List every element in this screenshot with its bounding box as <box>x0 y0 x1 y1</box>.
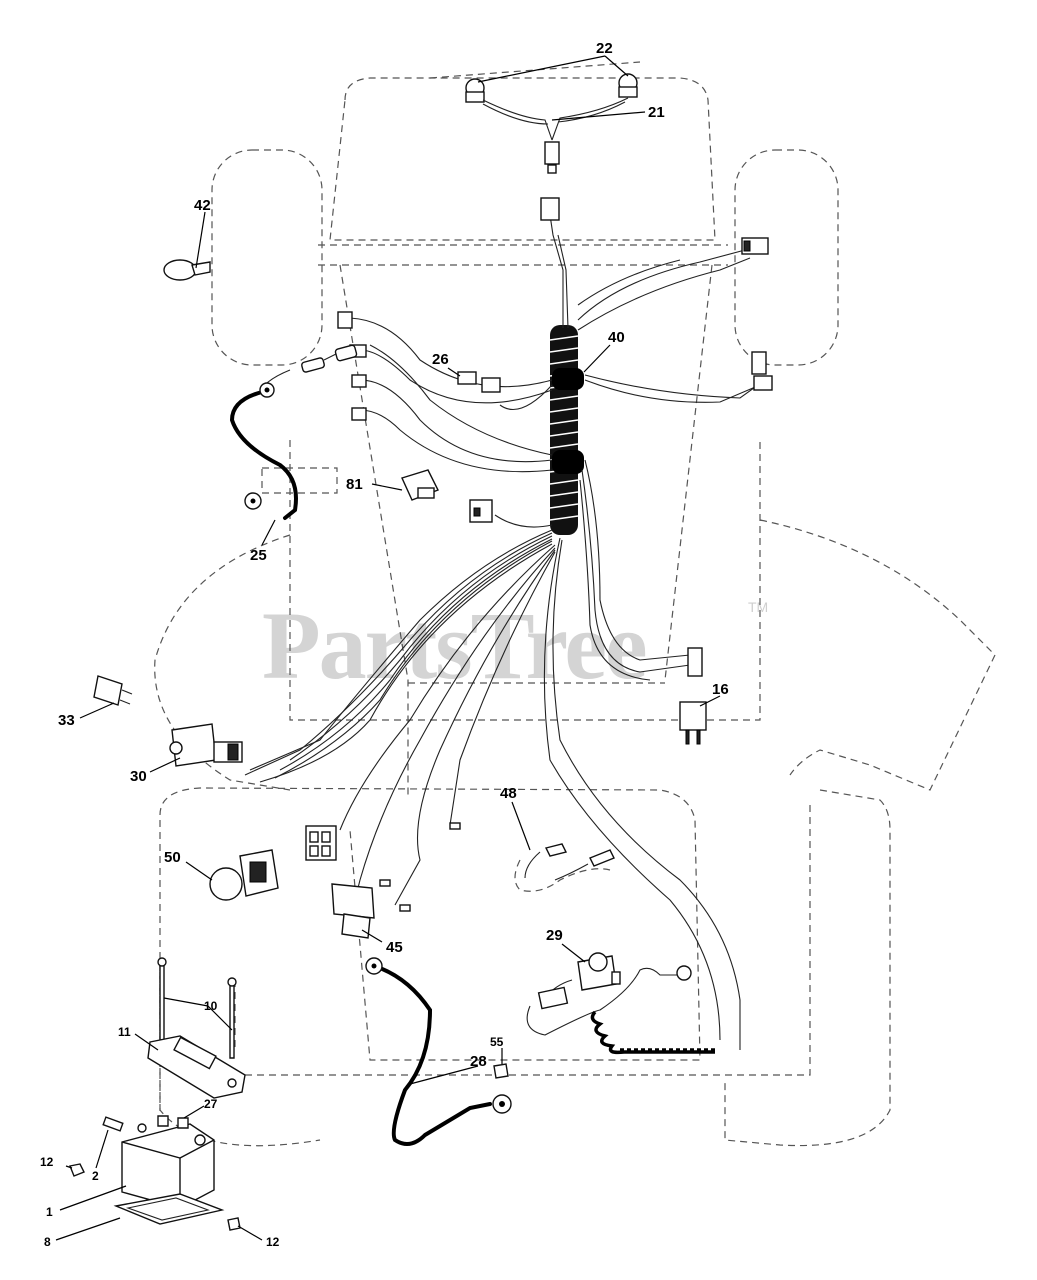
callout-48: 48 <box>500 785 517 802</box>
callout-12-right: 12 <box>266 1235 280 1249</box>
bolt-2 <box>102 1116 124 1132</box>
connector-box-outline <box>261 467 338 494</box>
terminals-48 <box>524 843 615 881</box>
callout-11: 11 <box>118 1025 131 1039</box>
front-right-wheel-outline <box>734 149 839 366</box>
callout-22: 22 <box>596 40 613 57</box>
connector-right-middle <box>751 351 773 391</box>
callout-21: 21 <box>648 104 665 121</box>
connector-right-upper <box>741 237 769 255</box>
callout-27: 27 <box>204 1097 218 1111</box>
leader-lines <box>55 55 721 1241</box>
battery-cable-ring-upper <box>365 957 383 975</box>
frame-right-rail <box>664 264 713 681</box>
blade-terminals <box>379 822 461 912</box>
hood-outline <box>329 77 716 241</box>
coiled-lead <box>526 965 718 1055</box>
connector-left-group <box>337 311 367 421</box>
callout-42: 42 <box>194 197 211 214</box>
front-axle-outline <box>318 244 728 266</box>
headlight-switch-50 <box>209 849 279 901</box>
fuse-holder <box>261 344 358 389</box>
plug-connector <box>305 825 337 861</box>
switch-16 <box>679 647 707 745</box>
wire-tie-42 <box>163 259 211 281</box>
fender-outline <box>159 787 701 1061</box>
callout-labels: 22 21 42 40 26 81 25 33 30 16 48 50 45 2… <box>40 40 729 1249</box>
callout-55: 55 <box>490 1035 504 1049</box>
callout-26: 26 <box>432 351 449 368</box>
relay-33 <box>93 675 133 706</box>
connector-center <box>469 499 493 523</box>
connector-26 <box>457 371 501 393</box>
module-45 <box>331 883 375 939</box>
headlight-harness <box>482 97 629 141</box>
callout-12-left: 12 <box>40 1155 54 1169</box>
nut-55 <box>493 1063 509 1079</box>
callout-45: 45 <box>386 939 403 956</box>
harness-wires <box>244 214 766 1050</box>
callout-29: 29 <box>546 927 563 944</box>
rear-left-wheel-outline <box>159 820 321 1147</box>
callout-25: 25 <box>250 547 267 564</box>
ring-terminal-lower <box>244 492 262 510</box>
headlight-left <box>465 78 485 103</box>
headlight-right <box>618 73 638 98</box>
battery-cable-ring-lower <box>492 1094 512 1114</box>
callout-10: 10 <box>204 999 218 1013</box>
frame-left-rail <box>339 264 409 795</box>
deck-left-arc <box>154 534 291 791</box>
battery-1 <box>121 1123 215 1209</box>
callout-30: 30 <box>130 768 147 785</box>
footrest-outline <box>289 440 761 721</box>
relay-81 <box>401 469 439 501</box>
callout-40: 40 <box>608 329 625 346</box>
clip-27 <box>157 1115 189 1129</box>
loom-coils <box>549 325 584 535</box>
callout-33: 33 <box>58 712 75 729</box>
rear-right-wheel-outline <box>724 789 891 1147</box>
hold-down-bolts-10 <box>157 957 237 1059</box>
callout-8: 8 <box>44 1235 51 1249</box>
ignition-switch-30 <box>169 723 243 767</box>
callout-2: 2 <box>92 1169 99 1183</box>
battery-bracket-11 <box>147 1035 246 1099</box>
ground-wire-25 <box>229 390 298 520</box>
callout-1: 1 <box>46 1205 53 1219</box>
bubble-48-outline <box>514 859 611 892</box>
watermark-trademark: TM <box>748 599 768 615</box>
callout-28: 28 <box>470 1053 487 1070</box>
headlight-connector-upper <box>544 141 560 174</box>
battery-tray-8 <box>113 1193 225 1225</box>
wiring-harness-loom <box>549 325 584 535</box>
solenoid-29 <box>577 952 621 991</box>
nut-12-right <box>227 1217 241 1231</box>
battery-cable-28 <box>378 966 492 1146</box>
callout-16: 16 <box>712 681 729 698</box>
ring-terminal-upper <box>259 382 275 398</box>
nut-12-left <box>69 1163 85 1177</box>
deck-right-shape <box>759 519 996 791</box>
front-left-wheel-outline <box>211 149 323 366</box>
callout-81: 81 <box>346 476 363 493</box>
callout-50: 50 <box>164 849 181 866</box>
headlight-connector-lower <box>540 197 560 221</box>
rear-axle-outline <box>245 800 811 1076</box>
